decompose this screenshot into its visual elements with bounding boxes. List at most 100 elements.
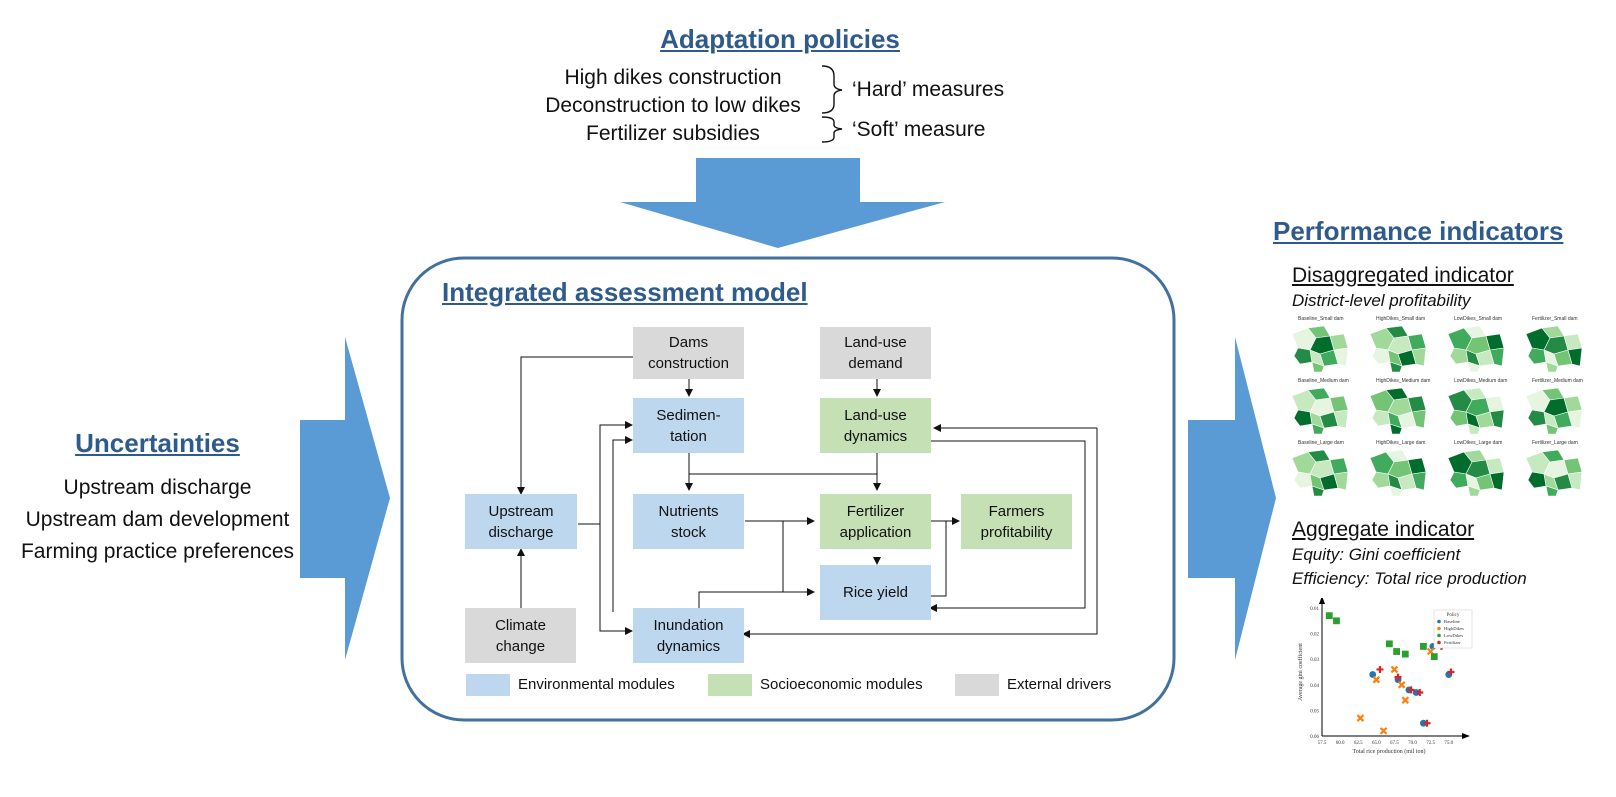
district-region [1389, 361, 1403, 373]
data-point-fertilizer [1423, 719, 1431, 727]
district-region [1333, 409, 1349, 429]
district-region [1467, 485, 1481, 497]
x-tick-label: 72.5 [1426, 741, 1435, 746]
district-region [1389, 423, 1403, 435]
data-point-lowdikes [1420, 643, 1427, 650]
x-tick-label: 67.5 [1390, 741, 1399, 746]
performance-right-arrow [1188, 337, 1276, 660]
district-map [1525, 325, 1583, 373]
y-axis-arrowhead [1319, 598, 1325, 604]
district-map [1447, 449, 1505, 497]
uncertainty-discharge: Upstream discharge [63, 476, 252, 499]
uncertainties-title: Uncertainties [75, 428, 240, 458]
district-region [1545, 485, 1559, 497]
district-region [1545, 361, 1559, 373]
aggregate-title: Aggregate indicator [1292, 518, 1475, 541]
data-point-lowdikes [1401, 650, 1409, 658]
map-title: HighDikes_Large dam [1376, 440, 1426, 446]
data-point-fertilizer [1407, 686, 1415, 694]
map-title: HighDikes_Medium dam [1376, 378, 1431, 384]
district-region [1467, 361, 1481, 373]
legend-socioeconomic-label: Socioeconomic modules [760, 676, 923, 693]
district-region [1293, 409, 1313, 427]
policy-high-dikes: High dikes construction [564, 66, 782, 89]
soft-brace [821, 116, 843, 143]
district-region [1489, 347, 1505, 367]
legend-external-label: External drivers [1007, 676, 1112, 693]
district-region [1371, 409, 1391, 427]
district-region [1311, 423, 1325, 435]
district-region [1449, 471, 1469, 489]
y-tick-label: 0.04 [1310, 684, 1319, 689]
district-region [1527, 347, 1547, 365]
map-title: Fertilizer_Medium dam [1532, 378, 1583, 384]
district-map [1369, 449, 1427, 497]
district-region [1567, 471, 1583, 491]
x-axis-arrowhead [1462, 733, 1470, 739]
data-point-lowdikes [1393, 648, 1401, 655]
hard-brace [821, 65, 843, 114]
adaptation-title: Adaptation policies [660, 24, 900, 54]
hard-measures-label: ‘Hard’ measures [852, 78, 1005, 101]
data-point-highdikes [1390, 665, 1399, 674]
x-tick-label: 75.0 [1444, 741, 1453, 746]
data-point-highdikes [1397, 681, 1406, 689]
module-rice-yield: Rice yield [820, 565, 931, 620]
legend-external-swatch [955, 674, 999, 696]
map-title: HighDikes_Small dam [1376, 316, 1426, 322]
x-tick-label: 70.0 [1408, 741, 1417, 746]
data-point-lowdikes [1325, 612, 1333, 620]
module-landuse-demand: Land-use demand [820, 327, 931, 379]
district-region [1411, 347, 1427, 367]
y-tick-label: 0.03 [1310, 658, 1319, 663]
disaggregated-title: Disaggregated indicator [1292, 264, 1514, 287]
y-axis-label: Average gini coefficient [1297, 643, 1304, 701]
district-map [1525, 387, 1583, 435]
district-region [1371, 347, 1391, 365]
legend-marker-baseline [1437, 619, 1441, 624]
district-region [1567, 347, 1583, 367]
policy-down-arrow [620, 158, 945, 248]
model-connectors [520, 356, 1098, 635]
x-tick-label: 60.0 [1336, 741, 1345, 746]
data-point-highdikes [1401, 696, 1410, 704]
data-point-fertilizer [1447, 668, 1455, 676]
data-point-fertilizer [1376, 665, 1384, 673]
map-title: Baseline_Large dam [1298, 440, 1344, 446]
legend-marker-lowdikes [1437, 633, 1441, 638]
map-title: LowDikes_Medium dam [1454, 378, 1508, 384]
legend-label-fertilizer: Fertilizer [1444, 640, 1461, 645]
district-region [1449, 409, 1469, 427]
performance-title: Performance indicators [1273, 216, 1564, 246]
district-region [1293, 471, 1313, 489]
uncertainty-farming: Farming practice preferences [20, 540, 295, 563]
legend-label-highdikes: HighDikes [1444, 626, 1464, 631]
legend-environmental-swatch [466, 674, 510, 696]
policy-fertilizer: Fertilizer subsidies [586, 122, 760, 145]
x-tick-label: 65.0 [1372, 741, 1381, 746]
district-map [1525, 449, 1583, 497]
legend-label-lowdikes: LowDikes [1444, 633, 1463, 638]
y-tick-label: 0.02 [1310, 633, 1319, 638]
data-point-lowdikes [1430, 653, 1438, 661]
legend-socioeconomic-swatch [708, 674, 752, 696]
y-tick-label: 0.05 [1310, 709, 1319, 714]
soft-measure-label: ‘Soft’ measure [852, 118, 986, 141]
efficiency-label: Efficiency: Total rice production [1292, 569, 1527, 588]
module-landuse-dynamics: Land-use dynamics [820, 398, 931, 453]
district-region [1567, 409, 1583, 429]
disaggregated-subtitle: District-level profitability [1292, 291, 1471, 310]
policy-low-dikes: Deconstruction to low dikes [545, 94, 801, 117]
module-nutrients-stock: Nutrients stock [633, 494, 744, 549]
district-region [1311, 485, 1325, 497]
map-title: Baseline_Small dam [1298, 316, 1344, 322]
uncertainty-right-arrow [300, 337, 390, 660]
district-region [1311, 361, 1325, 373]
district-region [1449, 347, 1469, 365]
district-region [1527, 471, 1547, 489]
module-inundation-dynamics: Inundation dynamics [633, 608, 744, 663]
district-region [1293, 347, 1313, 365]
district-map [1291, 325, 1349, 373]
